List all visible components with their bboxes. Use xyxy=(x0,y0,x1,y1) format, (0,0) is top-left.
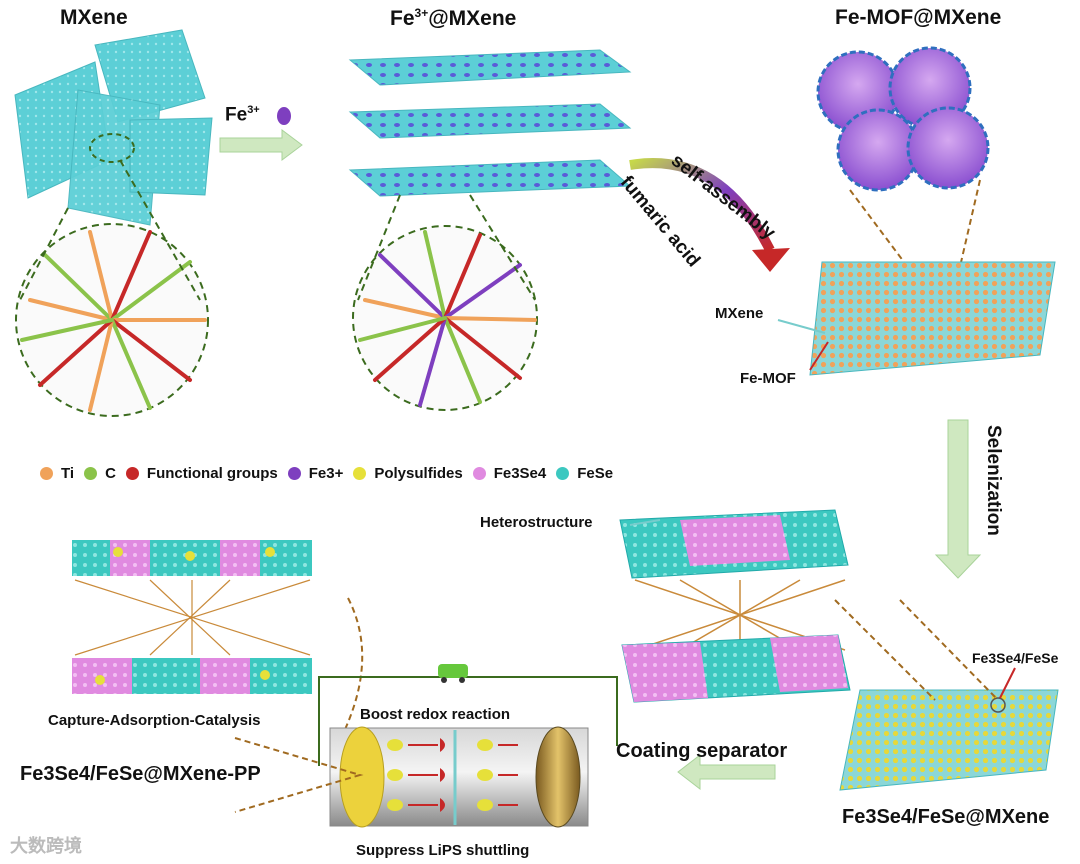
legend: Ti C Functional groups Fe3+ Polysulfides… xyxy=(40,460,760,486)
final-label: Fe3Se4/FeSe@MXene xyxy=(842,806,1049,829)
mxene-small-label: MXene xyxy=(715,305,763,322)
heterostructure xyxy=(620,510,850,702)
heterostructure-label: Heterostructure xyxy=(480,514,593,531)
fe-mxene-text: @MXene xyxy=(428,7,516,30)
stage-title-mxene: MXene xyxy=(60,6,128,30)
polysulfides-swatch xyxy=(353,467,366,480)
legend-label: Fe3+ xyxy=(309,465,344,482)
legend-item-c: C xyxy=(84,465,116,482)
legend-label: Polysulfides xyxy=(374,465,462,482)
stage-title-fe-mxene: Fe3+@MXene xyxy=(390,6,516,31)
boost-label: Boost redox reaction xyxy=(360,706,510,723)
legend-item-ti: Ti xyxy=(40,465,74,482)
fe-sup: 3+ xyxy=(415,6,429,20)
pp-label: Fe3Se4/FeSe@MXene-PP xyxy=(20,763,261,786)
selenization-arrow xyxy=(936,420,980,578)
legend-item-functional-groups: Functional groups xyxy=(126,465,278,482)
fe3se4-swatch xyxy=(473,467,486,480)
functional-groups-swatch xyxy=(126,467,139,480)
mxene-sheets xyxy=(15,30,212,225)
stage-title-femof-mxene: Fe-MOF@MXene xyxy=(835,6,1001,30)
fe3se4-fese-tag: Fe3Se4/FeSe xyxy=(972,650,1058,666)
ti-swatch xyxy=(40,467,53,480)
fe3-text: Fe xyxy=(225,104,247,125)
legend-item-polysulfides: Polysulfides xyxy=(353,465,462,482)
legend-label: C xyxy=(105,465,116,482)
fe-mxene-sheets xyxy=(350,50,630,196)
fe3-swatch xyxy=(288,467,301,480)
coating-separator-label: Coating separator xyxy=(616,740,787,763)
final-sheet xyxy=(835,600,1058,790)
suppress-label: Suppress LiPS shuttling xyxy=(356,842,529,859)
legend-label: Ti xyxy=(61,465,74,482)
legend-label: Fe3Se4 xyxy=(494,465,547,482)
fese-swatch xyxy=(556,467,569,480)
legend-item-fe3se4: Fe3Se4 xyxy=(473,465,547,482)
selenization-label: Selenization xyxy=(982,425,1004,536)
fe-mof-label: Fe-MOF xyxy=(740,370,796,387)
legend-label: FeSe xyxy=(577,465,613,482)
fe3-sup: 3+ xyxy=(247,104,260,116)
legend-item-fese: FeSe xyxy=(556,465,613,482)
legend-label: Functional groups xyxy=(147,465,278,482)
legend-item-fe3: Fe3+ xyxy=(288,465,344,482)
capture-label: Capture-Adsorption-Catalysis xyxy=(48,712,261,729)
c-swatch xyxy=(84,467,97,480)
watermark: 大数跨境 xyxy=(10,832,82,858)
fe-text: Fe xyxy=(390,7,415,30)
femof-sheet xyxy=(778,262,1055,375)
fe-mxene-zoom-circle xyxy=(353,195,537,410)
fe3-arrow-label: Fe3+ xyxy=(225,104,260,126)
